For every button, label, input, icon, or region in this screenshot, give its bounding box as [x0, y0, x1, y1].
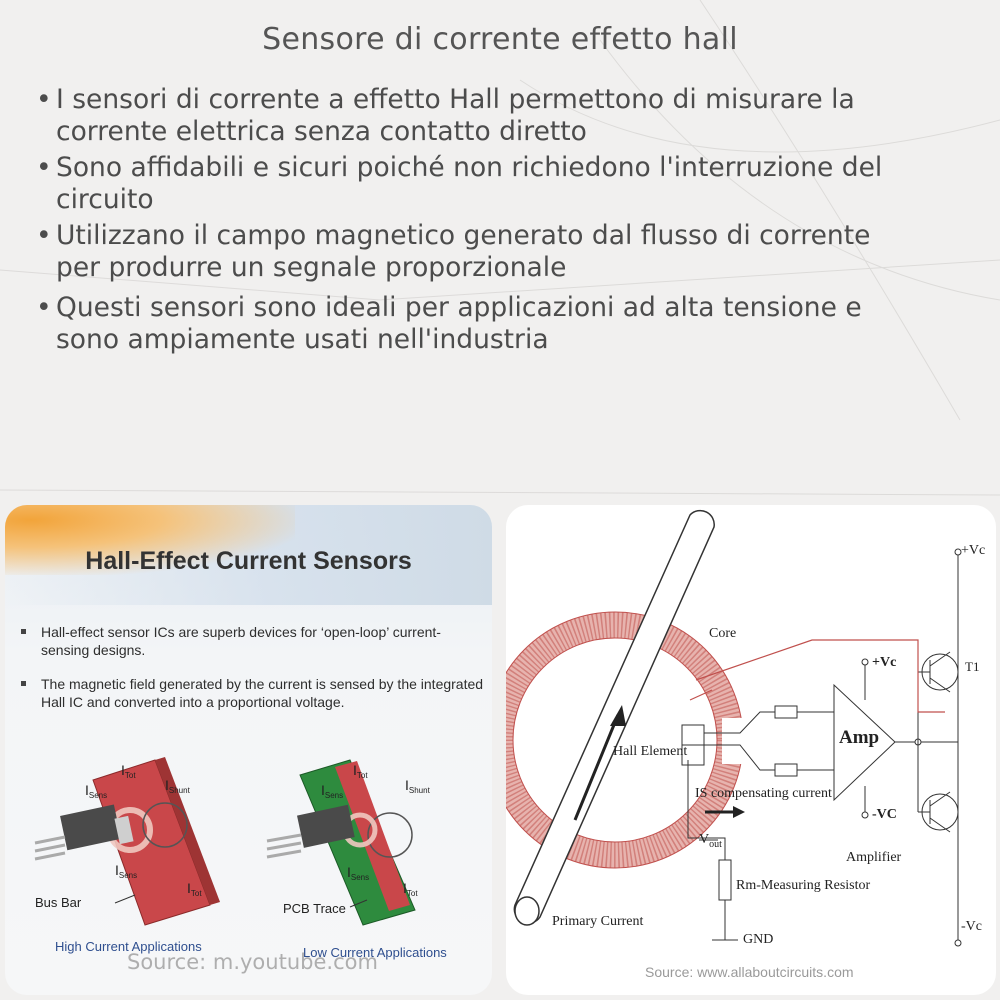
circuit-diagram: [506, 509, 962, 947]
image-bullet-item: Hall-effect sensor ICs are superb device…: [19, 623, 489, 659]
orange-flare: [5, 505, 295, 575]
sensor-illustrations: ISens ITot IShunt ISens ITot Bus Bar ISe…: [34, 757, 431, 926]
bullet-text-line: Sono affidabili e sicuri poiché non rich…: [56, 152, 883, 183]
measuring-resistor: [718, 859, 732, 901]
label-i-tot: ITot: [187, 880, 202, 898]
bullet-marker: •: [36, 292, 52, 323]
label-i-sens: ISens: [115, 862, 137, 880]
bullet-item: • Questi sensori sono ideali per applica…: [36, 292, 966, 356]
caption-high-current: High Current Applications: [55, 939, 202, 954]
label-core: Core: [709, 626, 737, 641]
label-pcb-trace: PCB Trace: [283, 901, 346, 916]
current-arrow: [573, 714, 620, 821]
label-bus-bar: Bus Bar: [35, 895, 82, 910]
bullet-text-line: Utilizzano il campo magnetico generato d…: [56, 220, 871, 251]
label-t1: T1: [965, 659, 980, 674]
amplifier-triangle: [833, 683, 896, 802]
image-slide-title: Hall-Effect Current Sensors: [85, 547, 412, 575]
bullet-marker: •: [36, 84, 52, 115]
bullet-text-line: circuito: [56, 184, 154, 215]
label-i-tot: ITot: [403, 880, 418, 898]
label-primary-current: Primary Current: [552, 914, 644, 929]
label-amplifier: Amplifier: [846, 850, 902, 865]
label-amp-vc-pos: +Vc: [872, 655, 897, 670]
image-bullet-text: The magnetic field generated by the curr…: [41, 676, 484, 710]
label-i-tot: ITot: [121, 762, 136, 780]
bullet-text-line: sono ampiamente usati nell'industria: [56, 324, 549, 355]
bullet-text-line: corrente elettrica senza contatto dirett…: [56, 116, 587, 147]
bullet-text-line: Questi sensori sono ideali per applicazi…: [56, 292, 862, 323]
bullet-list: • I sensori di corrente a effetto Hall p…: [36, 84, 966, 356]
label-i-sens: ISens: [85, 782, 107, 800]
bullet-item: • Sono affidabili e sicuri poiché non ri…: [36, 152, 966, 216]
label-amp-vc-neg: -VC: [872, 807, 897, 822]
hall-sensors-slide-image: Hall-Effect Current Sensors Hall-effect …: [5, 505, 492, 995]
square-bullet-icon: [21, 681, 26, 686]
page-title: Sensore di corrente effetto hall: [262, 22, 738, 57]
image-bullet-list: Hall-effect sensor ICs are superb device…: [19, 623, 489, 727]
bullet-marker: •: [36, 152, 52, 183]
label-i-shunt: IShunt: [165, 777, 191, 795]
pcb-trace-sensor-figure: [266, 759, 416, 926]
bullet-item: • I sensori di corrente a effetto Hall p…: [36, 84, 966, 148]
hall-ic-chip: [297, 804, 355, 848]
label-rail-vc-pos: +Vc: [961, 543, 986, 558]
image-bullet-item: The magnetic field generated by the curr…: [19, 675, 489, 711]
label-i-shunt: IShunt: [405, 777, 431, 795]
label-i-tot: ITot: [353, 762, 368, 780]
source-right: Source: www.allaboutcircuits.com: [645, 964, 854, 980]
label-i-sens: ISens: [321, 782, 343, 800]
label-hall-element: Hall Element: [613, 744, 688, 759]
bullet-marker: •: [36, 220, 52, 251]
hall-ic-chip: [60, 804, 122, 851]
image-bullet-text: Hall-effect sensor ICs are superb device…: [41, 624, 441, 658]
label-rm-resistor: Rm-Measuring Resistor: [736, 878, 871, 893]
resistor: [774, 763, 798, 777]
label-vout: Vout: [699, 832, 722, 850]
closed-loop-circuit-image: Core Hall Element IS compensating curren…: [506, 505, 996, 995]
caption-low-current: Low Current Applications: [303, 945, 447, 960]
bullet-text-line: I sensori di corrente a effetto Hall per…: [56, 84, 855, 115]
bus-bar-sensor-figure: [34, 757, 220, 926]
label-gnd: GND: [743, 932, 774, 947]
bullet-text-line: per produrre un segnale proporzionale: [56, 252, 567, 283]
resistor: [774, 705, 798, 719]
label-compensating-current: IS compensating current: [695, 786, 832, 801]
label-i-sens: ISens: [347, 864, 369, 882]
source-left: Source: m.youtube.com: [127, 950, 378, 974]
label-rail-vc-neg: -Vc: [961, 919, 982, 934]
label-amp: Amp: [839, 727, 880, 748]
square-bullet-icon: [21, 629, 26, 634]
bullet-item: • Utilizzano il campo magnetico generato…: [36, 220, 966, 284]
